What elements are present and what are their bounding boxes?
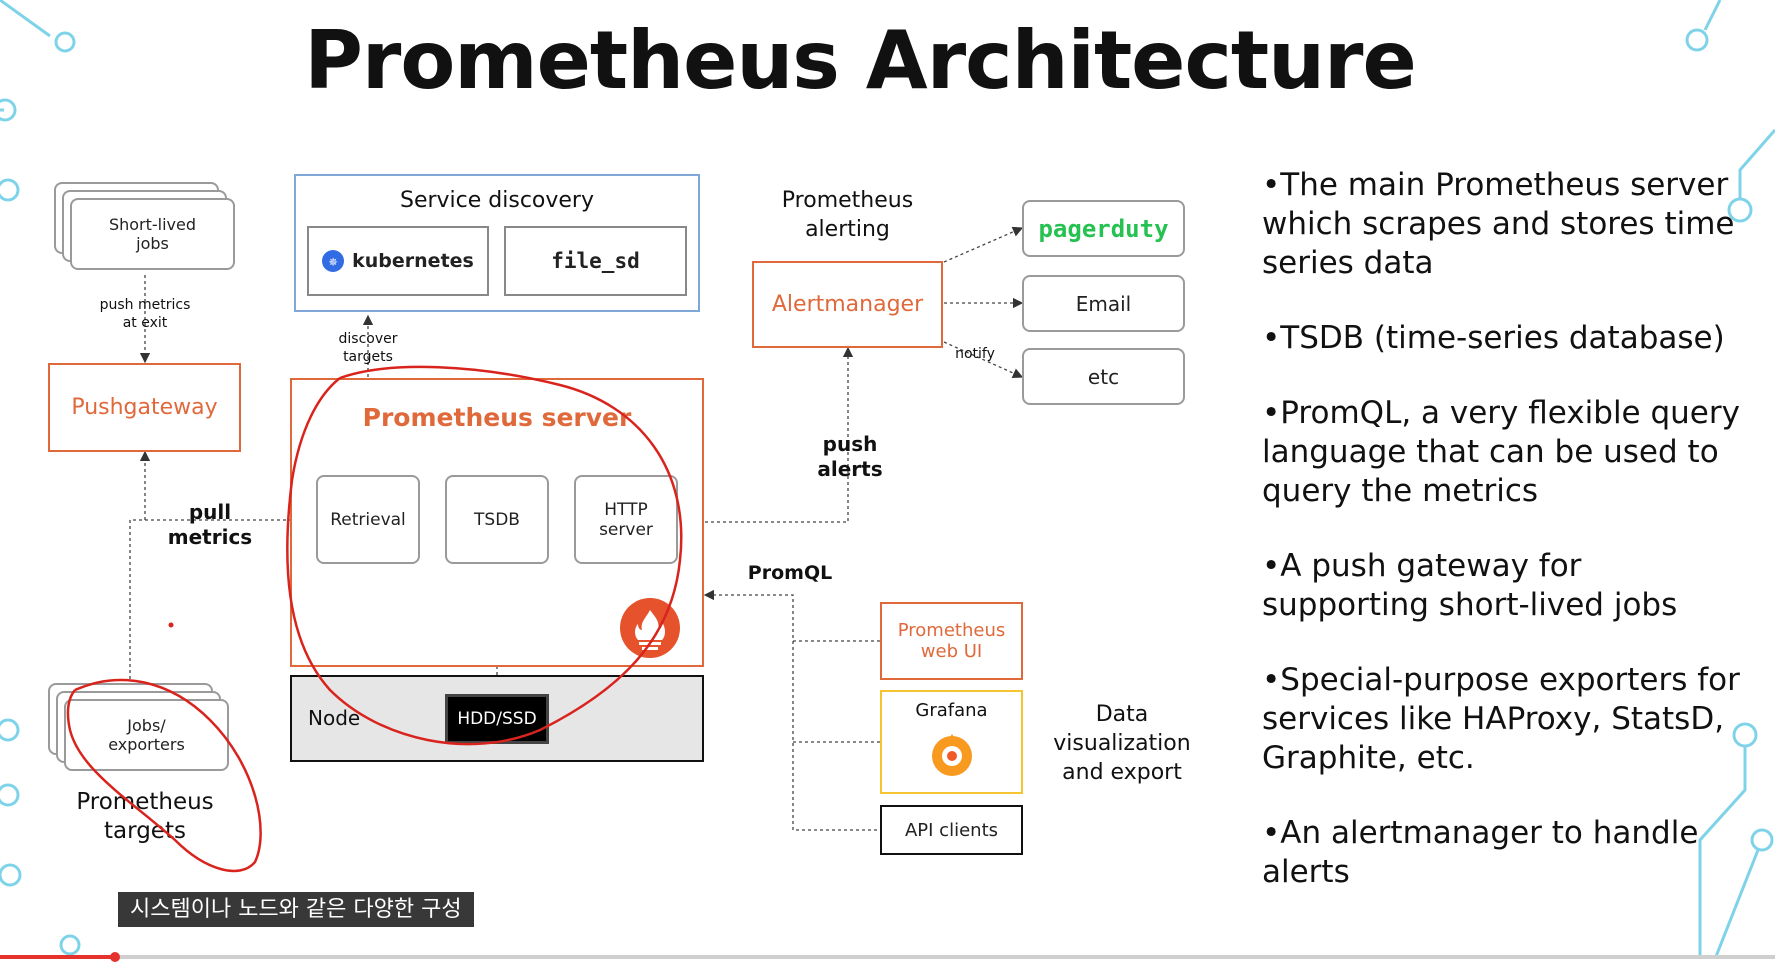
red-annotation-marks <box>66 365 683 873</box>
kubernetes-label: kubernetes <box>352 250 474 272</box>
prometheus-alerting-label: Prometheus alerting <box>781 188 914 242</box>
circle-prometheus-server <box>286 365 683 746</box>
bullet-item: •Special-purpose exporters for services … <box>1262 662 1740 776</box>
bullet-item: •PromQL, a very flexible query language … <box>1262 395 1740 509</box>
pull-metrics-label: pull metrics <box>167 500 253 549</box>
bullet-item: •A push gateway for supporting short-liv… <box>1262 548 1678 623</box>
kubernetes-box: ✵ kubernetes <box>307 226 489 296</box>
push-alerts-label: push alerts <box>817 432 883 481</box>
notify-label: notify <box>955 346 995 362</box>
grafana-icon <box>932 734 972 776</box>
bullet-item: •TSDB (time-series database) <box>1262 320 1725 356</box>
video-progress-bar[interactable] <box>0 952 1775 962</box>
bullet-item: •The main Prometheus server which scrape… <box>1262 167 1735 281</box>
arrow-push-alerts <box>705 346 854 523</box>
short-lived-jobs-box: Short-lived jobs <box>70 198 235 270</box>
discover-targets-label: discover targets <box>338 331 398 365</box>
video-progress-fill <box>0 955 116 959</box>
email-box: Email <box>1022 275 1185 332</box>
bullet-item: •An alertmanager to handle alerts <box>1262 815 1699 890</box>
circle-prometheus-targets <box>66 678 262 873</box>
kubernetes-icon: ✵ <box>322 250 345 272</box>
prometheus-server-title: Prometheus server <box>362 403 632 432</box>
file-sd-box: file_sd <box>504 226 687 296</box>
tsdb-box: TSDB <box>445 475 549 564</box>
slide-title: Prometheus Architecture <box>304 14 1417 107</box>
etc-box: etc <box>1022 348 1185 405</box>
arrow-notify-etc <box>943 341 1024 379</box>
api-clients-box: API clients <box>880 805 1023 855</box>
data-visualization-label: Data visualization and export <box>1053 702 1191 785</box>
pagerduty-box: pagerduty <box>1022 200 1185 257</box>
grafana-label: Grafana <box>915 700 988 721</box>
video-scrubber-handle[interactable] <box>110 952 121 962</box>
decor-node <box>54 31 76 53</box>
bullet-list: •The main Prometheus server which scrape… <box>1262 166 1752 928</box>
arrow-pull-targets <box>129 519 316 682</box>
promql-label: PromQL <box>747 562 833 584</box>
http-server-box: HTTP server <box>574 475 678 564</box>
red-dot <box>168 622 174 628</box>
node-label: Node <box>308 706 361 730</box>
push-metrics-label: push metrics at exit <box>99 297 191 331</box>
pushgateway-box: Pushgateway <box>48 363 241 452</box>
video-subtitle: 시스템이나 노드와 같은 다양한 구성 <box>118 892 474 927</box>
service-discovery-title: Service discovery <box>399 188 594 213</box>
arrow-notify-pagerduty <box>943 226 1024 263</box>
alertmanager-box: Alertmanager <box>752 261 943 348</box>
decor-line <box>0 0 51 38</box>
prometheus-targets-label: Prometheus targets <box>76 789 214 844</box>
retrieval-box: Retrieval <box>316 475 420 564</box>
arrow-promql <box>703 589 880 642</box>
grafana-box: Grafana <box>880 690 1023 794</box>
prometheus-web-ui-box: Prometheus web UI <box>880 602 1023 680</box>
